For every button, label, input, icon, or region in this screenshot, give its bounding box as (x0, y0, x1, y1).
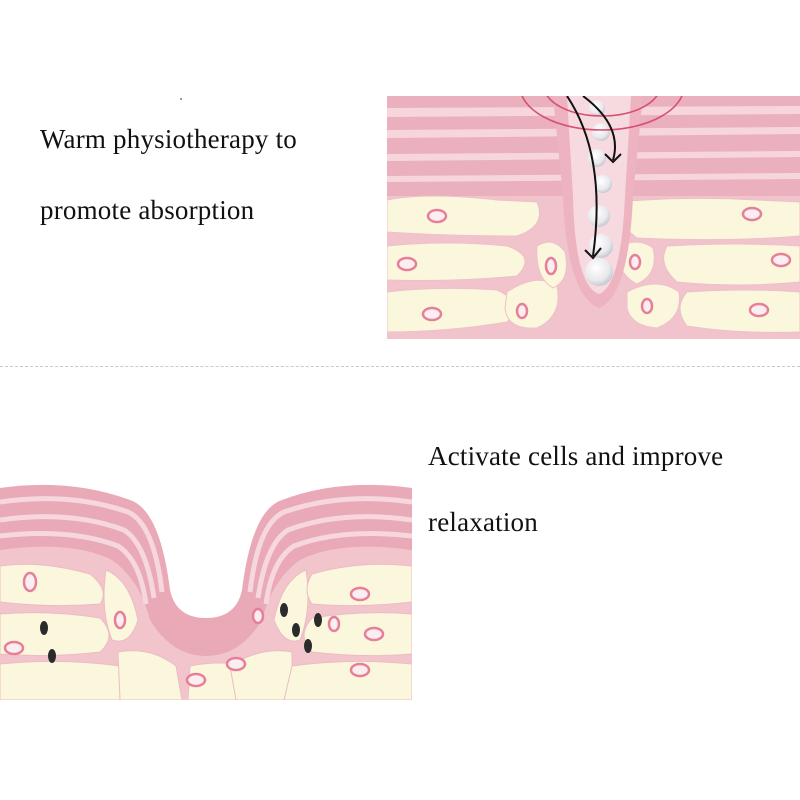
cell-nuclei (3, 571, 385, 688)
skin-relaxation-illustration (0, 470, 412, 700)
stray-mark (180, 98, 182, 100)
caption-warm-physiotherapy: Warm physiotherapy to (40, 124, 297, 154)
dark-nuclei (40, 603, 322, 663)
arrows (566, 96, 622, 260)
bottom-panel: Activate cells and improve relaxation (0, 368, 800, 800)
caption-activate-cells: Activate cells and improve (428, 441, 724, 471)
caption-relaxation: relaxation (428, 507, 538, 537)
heat-rings (521, 96, 683, 131)
section-divider (0, 366, 800, 367)
caption-promote-absorption: promote absorption (40, 195, 255, 225)
skin-absorption-illustration (387, 96, 800, 339)
cell-nuclei (396, 206, 792, 322)
epidermis-wave (0, 484, 412, 656)
top-panel: Warm physiotherapy to promote absorption (0, 0, 800, 366)
